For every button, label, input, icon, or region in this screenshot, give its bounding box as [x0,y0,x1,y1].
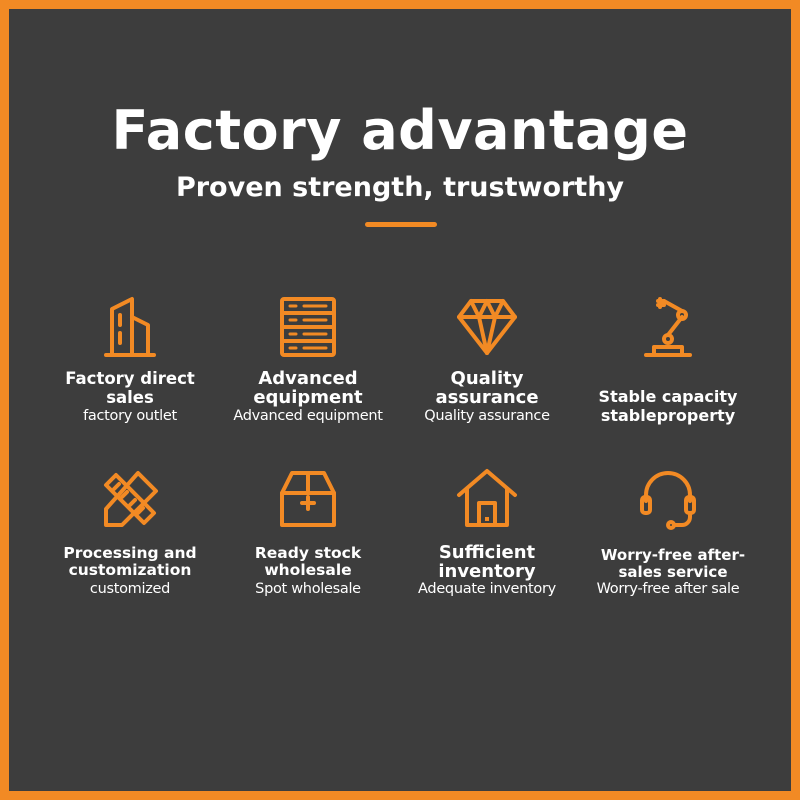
warehouse-icon [455,467,519,531]
feature-subtitle: Adequate inventory [418,581,556,597]
page-title: Factory advantage [111,99,689,162]
feature-subtitle: Spot wholesale [255,581,361,597]
feature-title: Quality assurance [435,368,539,408]
feature-subtitle: factory outlet [83,408,177,424]
feature-title: Stable capacity [598,387,738,406]
box-icon [276,467,340,531]
feature-subtitle: customized [89,581,171,597]
feature-title: Factory direct sales [65,369,195,407]
page-subtitle: Proven strength, trustworthy [175,172,625,203]
diamond-icon [455,295,519,359]
feature-subtitle: Advanced equipment [233,408,383,424]
feature-title: Advanced equipment [253,368,363,408]
feature-title: Processing and customization [63,544,197,579]
feature-title: Ready stock wholesale [254,544,362,579]
robot-arm-icon [636,295,700,359]
building-icon [98,295,162,359]
pencil-ruler-icon [98,467,162,531]
feature-title: Sufficient inventory [438,542,536,582]
title-divider [365,222,437,227]
feature-title: Worry-free after-sales service [600,546,746,581]
list-panel-icon [276,295,340,359]
feature-subtitle: Quality assurance [424,408,550,424]
feature-title-line2: stableproperty [600,406,736,425]
content-panel [9,9,791,791]
headset-icon [636,467,700,531]
feature-subtitle: Worry-free after sale [596,581,740,597]
